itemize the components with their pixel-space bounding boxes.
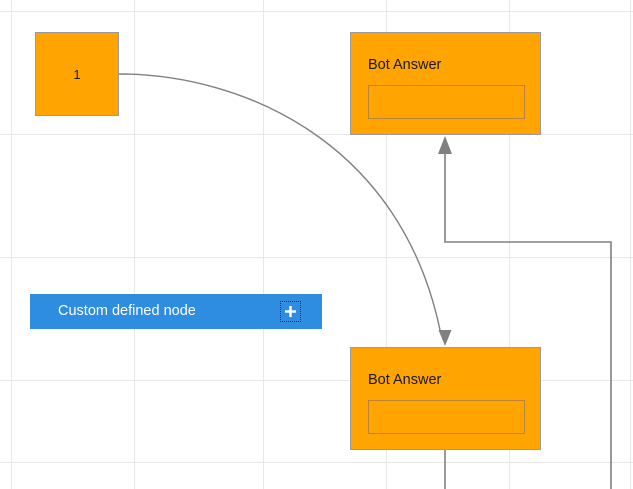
node-title: Bot Answer	[368, 372, 442, 388]
node-start[interactable]: 1	[35, 32, 119, 116]
node-bot-answer-bottom[interactable]: Bot Answer	[350, 347, 541, 450]
node-bot-answer-top[interactable]: Bot Answer	[350, 32, 541, 135]
node-title: Bot Answer	[368, 57, 442, 73]
node-content-slot[interactable]	[368, 85, 525, 119]
custom-defined-node-label: Custom defined node	[58, 303, 196, 320]
node-content-slot[interactable]	[368, 400, 525, 434]
custom-defined-node-bar[interactable]: Custom defined node	[30, 294, 322, 329]
plus-icon[interactable]	[280, 301, 301, 322]
node-start-label: 1	[73, 66, 81, 82]
